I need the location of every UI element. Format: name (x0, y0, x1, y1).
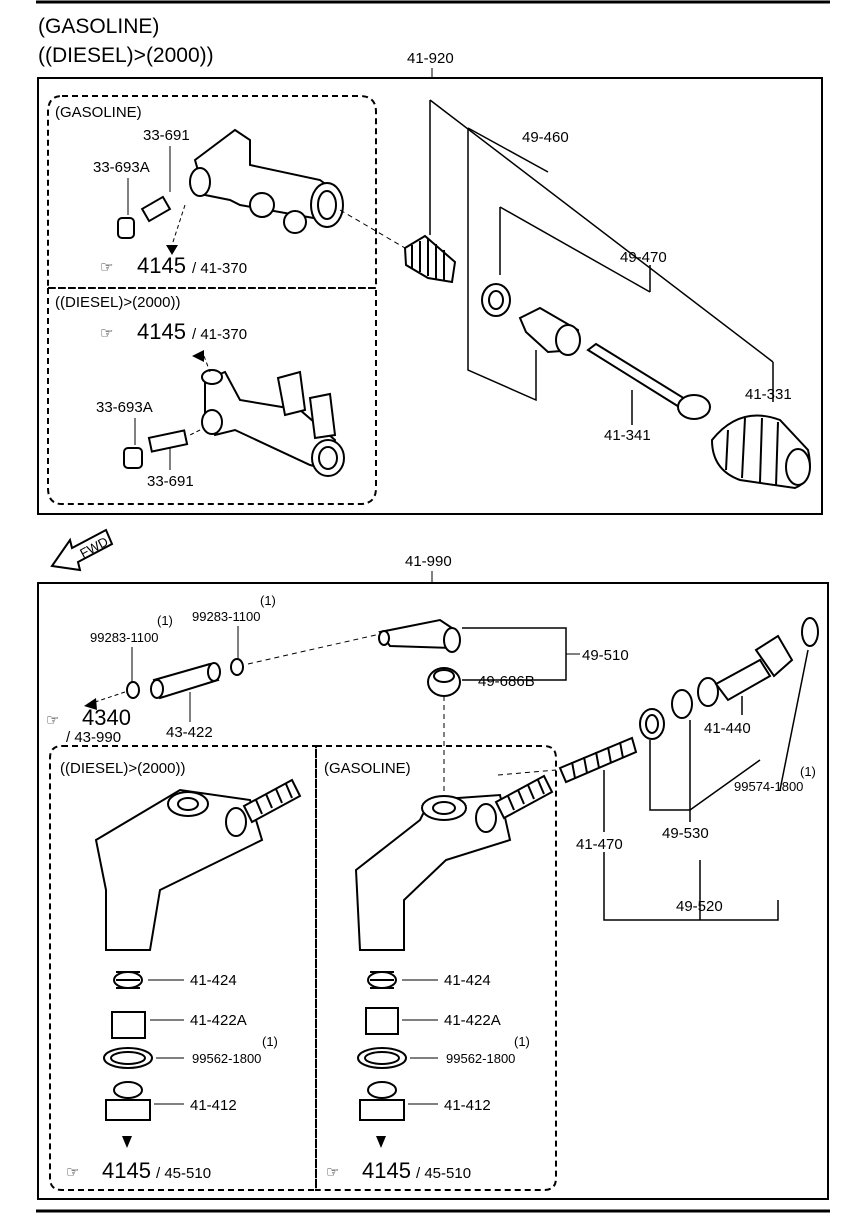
top-diesel-cap-label: 33-693A (96, 399, 153, 416)
bottom-gas-oring-qty: (1) (514, 1034, 530, 1049)
bottom-gas-spring-label: 41-424 (444, 972, 491, 989)
top-exploded-parts (403, 234, 811, 490)
connector-drawing (378, 618, 461, 697)
bottom-gas-plug-label: 41-412 (444, 1097, 491, 1114)
bottom-gasoline-box (315, 745, 557, 1191)
piston-label: 41-440 (704, 720, 751, 737)
top-pushrod-label: 41-341 (604, 427, 651, 444)
bottom-diesel-box (49, 745, 317, 1191)
bottom-gas-oring-label: 99562-1800 (446, 1051, 515, 1066)
piston-kit-leaders (603, 649, 809, 921)
bottom-ref-sub: / 43-990 (66, 729, 121, 746)
snap-ring-qty: (1) (800, 764, 816, 779)
top-gasoline-title: (GASOLINE) (55, 104, 142, 121)
bottom-diesel-sleeve-label: 41-422A (190, 1012, 247, 1029)
top-gas-cap-label: 33-693A (93, 159, 150, 176)
seal-label: 49-686B (478, 673, 535, 690)
top-diesel-cylinder-drawing (123, 369, 345, 477)
piston-kit-drawing (558, 617, 819, 784)
bottom-diesel-body-drawing (94, 778, 302, 1121)
header-line-1: (GASOLINE) (38, 15, 159, 38)
bottom-ref-main: 4340 (82, 705, 131, 730)
top-gasoline-box (47, 95, 377, 289)
top-panel-frame (37, 77, 823, 515)
bottom-gas-sleeve-label: 41-422A (444, 1012, 501, 1029)
top-gas-ref-main: 4145 (137, 253, 186, 278)
bottom-panel-frame (37, 582, 829, 1200)
cup-label: 49-530 (662, 825, 709, 842)
clamp-left-qty: (1) (157, 613, 173, 628)
top-kit-inner-label: 49-470 (620, 249, 667, 266)
top-diesel-title: ((DIESEL)>(2000)) (55, 294, 180, 311)
top-gas-ref-sub: / 41-370 (192, 260, 247, 277)
fwd-label: FWD (77, 534, 110, 561)
top-diesel-ref-main: 4145 (137, 319, 186, 344)
top-gas-cylinder-drawing (117, 128, 344, 239)
bottom-diesel-ref-sub: / 45-510 (156, 1165, 211, 1182)
top-gas-bleeder-label: 33-691 (143, 127, 190, 144)
bottom-assembly-label: 41-990 (405, 553, 452, 570)
bottom-hand-icon: ☞ (46, 712, 59, 729)
top-kit-outer-label: 49-460 (522, 129, 569, 146)
clamp-left-label: 99283-1100 (90, 630, 158, 645)
top-gas-hand-icon: ☞ (100, 259, 113, 276)
bottom-diesel-title: ((DIESEL)>(2000)) (60, 760, 185, 777)
top-assembly-label: 41-920 (407, 50, 454, 67)
connector-label: 49-510 (582, 647, 629, 664)
bottom-diesel-oring-qty: (1) (262, 1034, 278, 1049)
bottom-diesel-spring-label: 41-424 (190, 972, 237, 989)
hose-label: 43-422 (166, 724, 213, 741)
header-line-2: ((DIESEL)>(2000)) (38, 44, 214, 67)
bottom-gas-ref-sub: / 45-510 (416, 1165, 471, 1182)
top-panel: 41-920 (GASOLINE) 33-691 33-693A ☞ 4145 … (37, 50, 823, 515)
bottom-gas-ref-main: 4145 (362, 1158, 411, 1183)
bottom-diesel-hand-icon: ☞ (66, 1164, 79, 1181)
bottom-diesel-oring-label: 99562-1800 (192, 1051, 261, 1066)
clamp-right-qty: (1) (260, 593, 276, 608)
top-diesel-bleeder-label: 33-691 (147, 473, 194, 490)
bottom-diesel-ref-main: 4145 (102, 1158, 151, 1183)
fwd-arrow-icon: FWD (50, 528, 114, 572)
top-diesel-ref-sub: / 41-370 (192, 326, 247, 343)
kit-label: 49-520 (676, 898, 723, 915)
clamp-right-label: 99283-1100 (192, 609, 260, 624)
top-diesel-hand-icon: ☞ (100, 325, 113, 342)
top-diesel-box (47, 287, 377, 505)
top-kit-leaders (429, 99, 774, 425)
bottom-gasoline-title: (GASOLINE) (324, 760, 411, 777)
snap-ring-label: 99574-1800 (734, 779, 803, 794)
bottom-diesel-plug-label: 41-412 (190, 1097, 237, 1114)
hose-drawing (126, 658, 244, 700)
bottom-gas-hand-icon: ☞ (326, 1164, 339, 1181)
top-boot-label: 41-331 (745, 386, 792, 403)
bottom-gasoline-body-drawing (354, 774, 554, 1121)
spring-label: 41-470 (576, 836, 623, 853)
bottom-panel: 41-990 (1) 99283-1100 (1) 99283-1100 43-… (37, 553, 829, 1200)
